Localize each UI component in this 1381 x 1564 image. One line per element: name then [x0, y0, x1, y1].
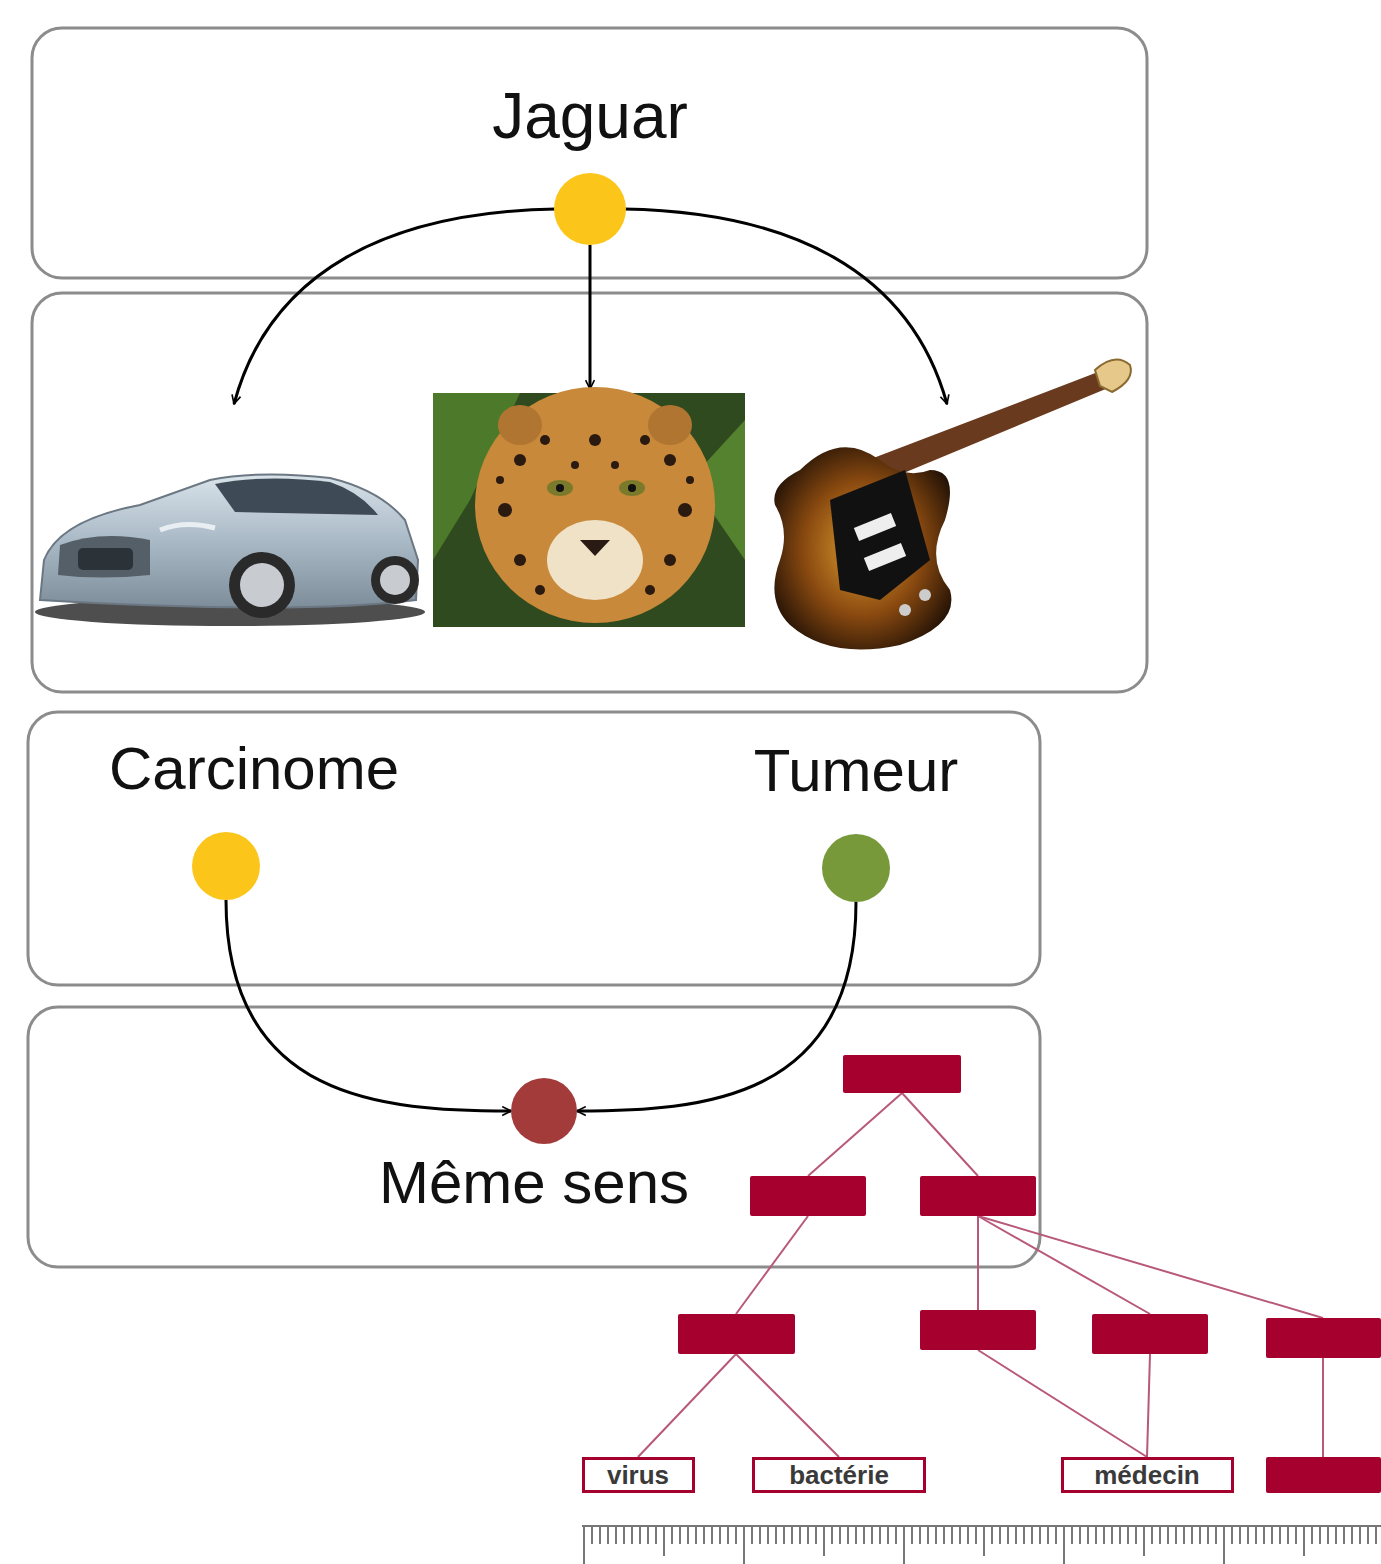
term-label: Tumeur — [754, 738, 959, 804]
relation-node: Même sens — [511, 1078, 577, 1144]
connector — [577, 902, 856, 1111]
arrow — [234, 209, 556, 404]
leaf-box: bactérie — [752, 1457, 926, 1493]
term-label: Carcinome — [109, 736, 399, 802]
guitar-picture — [774, 360, 1131, 650]
panel — [28, 712, 1040, 985]
panel — [32, 28, 1147, 278]
leaf-box: virus — [582, 1457, 695, 1493]
leaf-box: médecin — [1061, 1457, 1234, 1493]
arrow — [624, 209, 947, 404]
connector — [226, 900, 511, 1111]
car-picture — [35, 474, 425, 626]
arrow — [589, 245, 592, 389]
ruler — [582, 1526, 1381, 1564]
term-node: Carcinome — [192, 832, 260, 900]
panel — [28, 1007, 1040, 1267]
term-node: Tumeur — [822, 834, 890, 902]
tree-box — [678, 1055, 1381, 1493]
tree-lines — [638, 1093, 1323, 1457]
term-label: Jaguar — [492, 81, 688, 151]
term-node: Jaguar — [554, 173, 626, 245]
jaguar-picture — [433, 387, 745, 627]
leaf-label: médecin — [1094, 1462, 1200, 1488]
leaf-label: virus — [607, 1462, 669, 1488]
leaf-label: bactérie — [789, 1462, 889, 1488]
term-label: Même sens — [379, 1150, 689, 1216]
